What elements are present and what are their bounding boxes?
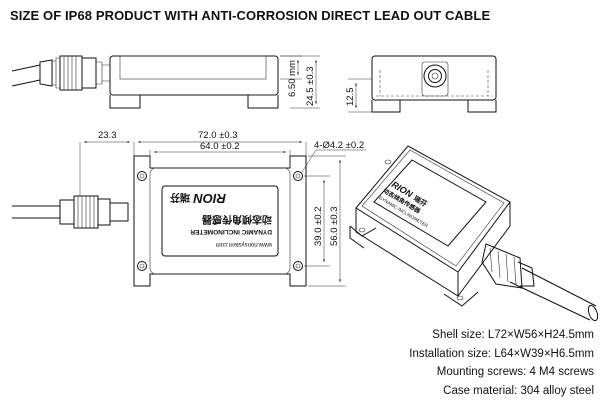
spec-case-material: Case material: 304 alloy steel [443,384,594,397]
cable-iso [509,267,597,321]
mounting-hole [137,171,303,271]
dim-cable-offset: 23.3 [98,130,117,141]
housing-front [109,55,279,96]
side-flange [371,100,497,113]
dim-height-total: 24.5 ±0.3 [305,66,316,106]
top-view: www.rionsystem.com DYNAMIC INCLINOMETER … [12,130,366,287]
isometric-view: RION 瑞芬 动态倾角传感器 DYNAMIC INCLINOMETER [349,145,599,322]
housing-iso-top [355,145,511,273]
cable-port [423,64,447,88]
label-brand: RION [193,191,226,206]
dim-side-height: 12.5 [345,88,356,107]
gland-hex [81,57,97,89]
dim-length-total: 72.0 ±0.3 [198,130,238,141]
page-title: SIZE OF IP68 PRODUCT WITH ANTI-CORROSION… [10,8,491,23]
label-product: DYNAMIC INCLINOMETER [190,228,272,235]
dim-height-top: 6.50 mm [287,60,298,97]
spec-mounting-screws: Mounting screws: 4 M4 screws [436,366,594,378]
spec-shell-size: Shell size: L72×W56×H24.5mm [432,329,594,341]
dim-length-holes: 64.0 ±0.2 [200,141,240,152]
gland-nut [59,55,83,91]
side-view: 12.5 [345,55,497,113]
front-view: 6.50 mm 24.5 ±0.3 [11,55,320,109]
cable [11,64,41,87]
mounting-flange [109,95,279,109]
iso-label [373,159,487,247]
housing-side [371,55,497,101]
iso-flange [349,225,479,307]
product-label: www.rionsystem.com DYNAMIC INCLINOMETER … [161,185,279,257]
cable-grommet [39,59,53,87]
cable-top [12,205,60,219]
dim-holes: 4-Ø4.2 ±0.2 [314,140,364,151]
label-cn-name: 动态倾角传感器 [201,213,272,226]
gland-iso [481,243,523,289]
dim-width-holes: 39.0 ±0.2 [313,206,324,246]
dim-width-total: 56.0 ±0.3 [329,206,340,246]
spec-installation-size: Installation size: L64×W39×H6.5mm [409,347,594,360]
label-brand-cn: 瑞芬 [169,191,190,204]
housing-iso-sides [355,202,511,297]
label-url: www.rionsystem.com [216,241,273,247]
spec-list: Shell size: L72×W56×H24.5mm Installation… [409,326,594,400]
